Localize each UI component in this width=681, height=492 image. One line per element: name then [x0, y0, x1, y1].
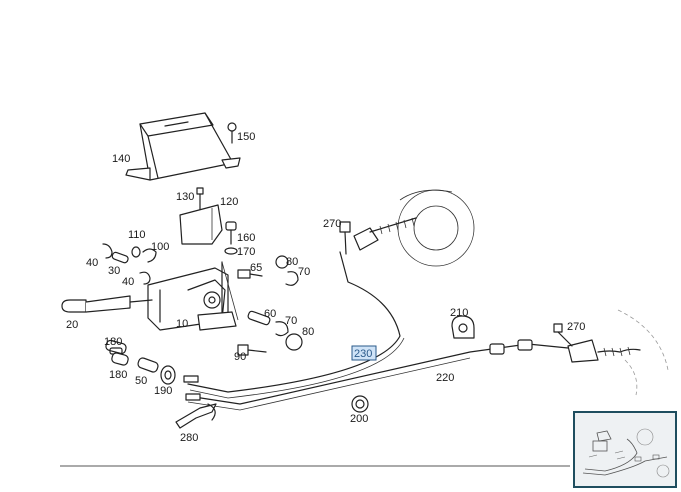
part-130-screw [196, 187, 204, 211]
label-280[interactable]: 280 [180, 432, 198, 444]
label-120[interactable]: 120 [220, 196, 238, 208]
label-150[interactable]: 150 [237, 131, 255, 143]
part-90-bolt [237, 344, 267, 356]
label-110[interactable]: 110 [128, 229, 146, 241]
label-180-lower[interactable]: 180 [109, 369, 127, 381]
label-10[interactable]: 10 [176, 318, 188, 330]
leader-line [221, 261, 239, 321]
label-90[interactable]: 90 [234, 351, 246, 363]
part-40-clip-a [102, 243, 113, 259]
highlight-box-230 [351, 345, 377, 361]
label-270-upper[interactable]: 270 [323, 218, 341, 230]
label-50[interactable]: 50 [135, 375, 147, 387]
part-70-clip-upper [285, 271, 299, 286]
part-10-lever-assembly [147, 261, 237, 331]
part-80-ring-upper [275, 255, 289, 269]
label-80-lower[interactable]: 80 [302, 326, 314, 338]
label-210[interactable]: 210 [450, 307, 468, 319]
label-130[interactable]: 130 [176, 191, 194, 203]
label-70-lower[interactable]: 70 [285, 315, 297, 327]
label-70-upper[interactable]: 70 [298, 266, 310, 278]
label-160[interactable]: 160 [237, 232, 255, 244]
label-30[interactable]: 30 [108, 265, 120, 277]
label-180-upper[interactable]: 180 [104, 336, 122, 348]
label-60[interactable]: 60 [264, 308, 276, 320]
part-170-washer [224, 247, 238, 255]
part-160-bolt [225, 221, 237, 245]
label-190[interactable]: 190 [154, 385, 172, 397]
part-50-bushing [137, 357, 159, 373]
part-120-grip [179, 204, 223, 245]
part-140-cover [125, 112, 241, 181]
label-80-upper[interactable]: 80 [286, 256, 298, 268]
cable-end-fitting [185, 393, 201, 401]
label-220[interactable]: 220 [436, 372, 454, 384]
label-170[interactable]: 170 [237, 246, 255, 258]
label-65[interactable]: 65 [250, 262, 262, 274]
wheel-outline [617, 309, 669, 371]
label-230[interactable]: 230 [354, 348, 372, 360]
part-270-adjuster-right [553, 323, 641, 363]
label-100[interactable]: 100 [151, 241, 169, 253]
label-20[interactable]: 20 [66, 319, 78, 331]
part-30-pin [111, 251, 129, 264]
label-40-lower[interactable]: 40 [122, 276, 134, 288]
label-40-upper[interactable]: 40 [86, 257, 98, 269]
part-40-clip-b [139, 271, 151, 285]
part-180-bushing-lower [111, 352, 129, 366]
part-80-ring-lower [285, 333, 303, 351]
overview-thumbnail[interactable] [573, 411, 677, 488]
part-200-grommet [351, 395, 369, 413]
part-110-clip [131, 246, 141, 258]
cable-end-fitting [183, 375, 199, 383]
part-280-cable-tie [175, 403, 217, 429]
part-210-clamp [451, 315, 475, 339]
wheel-outline-inner [624, 359, 638, 396]
brake-disc [397, 189, 475, 267]
cable-sleeve [517, 339, 533, 351]
part-60-pin [247, 310, 271, 326]
part-150-screw [227, 122, 237, 144]
part-70-clip-lower [275, 321, 289, 337]
part-230-cable [187, 251, 405, 399]
label-140[interactable]: 140 [112, 153, 130, 165]
cable-sleeve [489, 343, 505, 355]
part-100-clip [142, 248, 157, 263]
part-65-bolt [237, 269, 263, 279]
label-200[interactable]: 200 [350, 413, 368, 425]
part-270-adjuster-upper [339, 217, 417, 255]
thumbnail-drawing [575, 413, 675, 486]
part-190-grommet [160, 365, 176, 385]
part-20-release-rod [61, 295, 153, 313]
label-270-right[interactable]: 270 [567, 321, 585, 333]
